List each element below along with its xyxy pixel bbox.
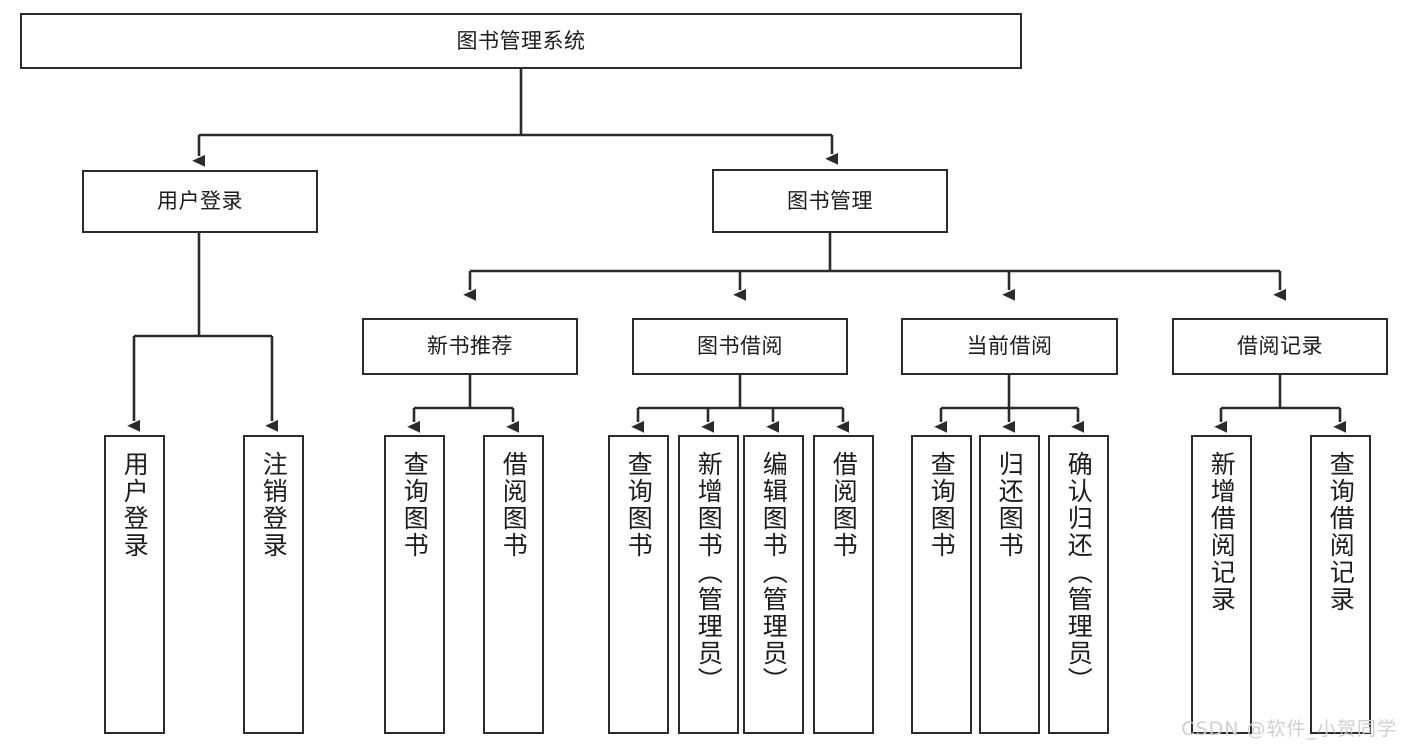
- leaf-book-borrow-query-book[interactable]: 查询图书: [608, 435, 669, 734]
- node-borrow-record[interactable]: 借阅记录: [1172, 318, 1388, 375]
- node-book-management[interactable]: 图书管理: [712, 169, 948, 233]
- csdn-watermark: CSDN @软件_小贺同学: [1181, 718, 1397, 740]
- leaf-label: 借阅图书: [499, 451, 529, 559]
- node-new-book-recommend[interactable]: 新书推荐: [362, 318, 578, 375]
- leaf-current-borrow-query-book[interactable]: 查询图书: [911, 435, 972, 734]
- leaf-label: 用户登录: [120, 451, 150, 559]
- leaf-current-borrow-return-book[interactable]: 归还图书: [979, 435, 1040, 734]
- leaf-borrow-record-add-record[interactable]: 新增借阅记录: [1191, 435, 1252, 734]
- leaf-label: 新增图书（管理员）: [694, 451, 724, 694]
- leaf-label: 注销登录: [259, 451, 289, 559]
- leaf-label: 新增借阅记录: [1207, 451, 1237, 613]
- leaf-user-login-logout[interactable]: 注销登录: [243, 435, 304, 734]
- leaf-book-borrow-borrow-book[interactable]: 借阅图书: [813, 435, 874, 734]
- leaf-label: 编辑图书（管理员）: [759, 451, 789, 694]
- leaf-label: 借阅图书: [829, 451, 859, 559]
- leaf-new-book-borrow-book[interactable]: 借阅图书: [483, 435, 544, 734]
- node-book-borrow[interactable]: 图书借阅: [632, 318, 848, 375]
- leaf-label: 查询图书: [624, 451, 654, 559]
- leaf-label: 查询图书: [927, 451, 957, 559]
- node-user-login[interactable]: 用户登录: [82, 170, 318, 233]
- leaf-book-borrow-edit-book-admin[interactable]: 编辑图书（管理员）: [743, 435, 804, 734]
- leaf-borrow-record-query-record[interactable]: 查询借阅记录: [1310, 435, 1371, 734]
- leaf-label: 归还图书: [995, 451, 1025, 559]
- leaf-label: 查询图书: [400, 451, 430, 559]
- node-root-book-management-system[interactable]: 图书管理系统: [20, 13, 1022, 69]
- leaf-book-borrow-add-book-admin[interactable]: 新增图书（管理员）: [678, 435, 739, 734]
- node-current-borrow[interactable]: 当前借阅: [901, 318, 1118, 375]
- leaf-user-login-login[interactable]: 用户登录: [104, 435, 165, 734]
- leaf-label: 确认归还（管理员）: [1064, 451, 1094, 694]
- leaf-label: 查询借阅记录: [1326, 451, 1356, 613]
- leaf-current-borrow-confirm-return-admin[interactable]: 确认归还（管理员）: [1048, 435, 1109, 734]
- leaf-new-book-query-book[interactable]: 查询图书: [384, 435, 445, 734]
